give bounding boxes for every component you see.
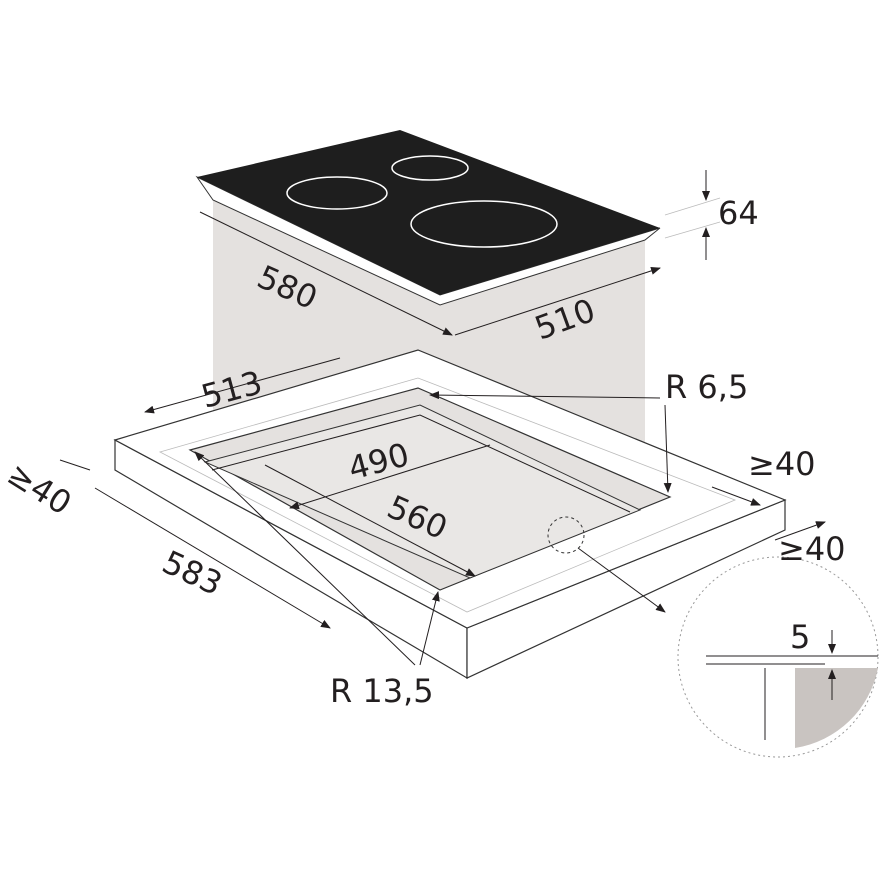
label-clearance-right: ≥40 [778,530,846,568]
label-outer-radius: R 13,5 [330,672,434,710]
dimension-lines [59,170,826,666]
hob [195,130,661,306]
glass-top [197,130,660,295]
label-hob-height: 64 [718,194,759,232]
label-detail-step: 5 [790,618,810,656]
burner-small [286,176,388,210]
label-outer-length: 583 [157,543,228,603]
label-inner-radius: R 6,5 [665,368,748,406]
detail-countertop-section [795,668,878,748]
burner-large [410,200,558,248]
label-clearance-back: ≥40 [748,445,816,483]
label-clearance-left: ≥40 [1,455,78,523]
burner-mini [391,155,469,181]
detail-callout [547,516,879,758]
countertop [113,349,787,680]
